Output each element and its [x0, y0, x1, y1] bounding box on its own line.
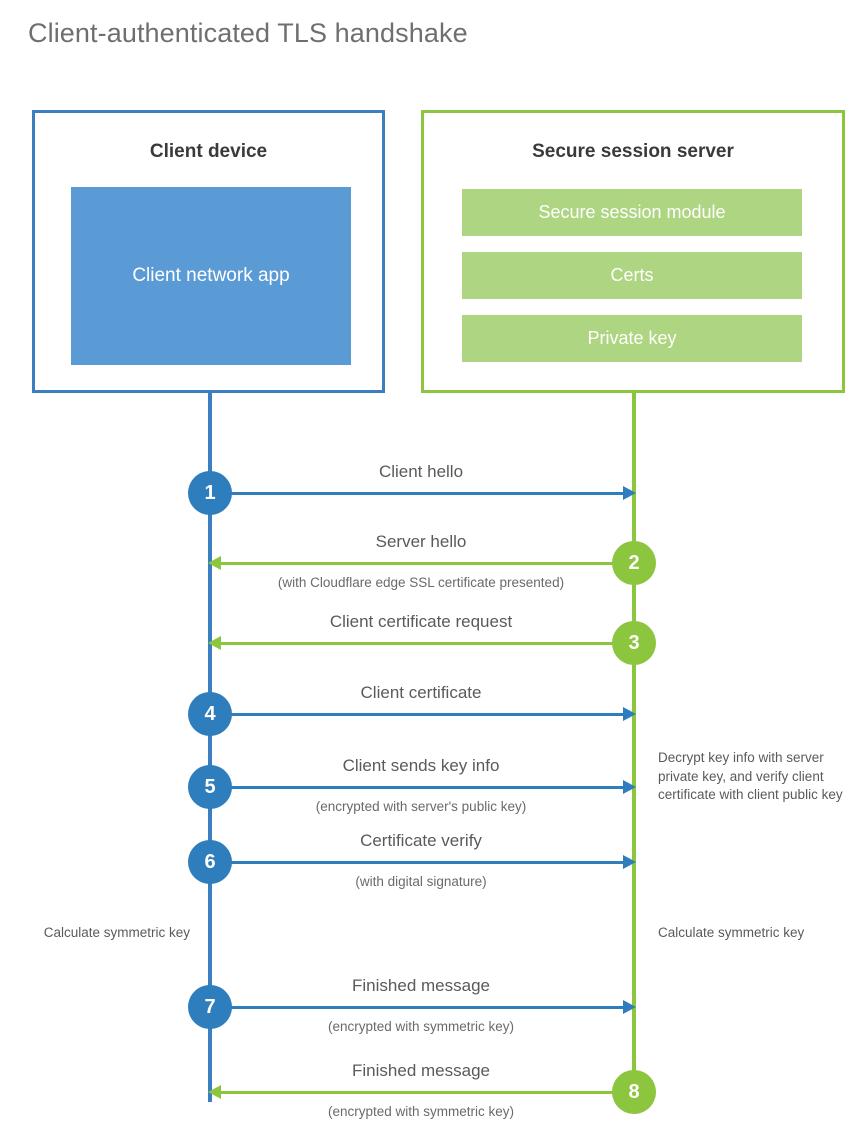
- message-label-step-4: Client certificate: [360, 683, 482, 702]
- arrow-line-step-8: [221, 1091, 634, 1094]
- message-label-step-8: Finished message: [352, 1061, 490, 1080]
- server-lifeline: [632, 393, 636, 1092]
- client-calculate-symmetric-key-note: Calculate symmetric key: [43, 925, 190, 940]
- message-label-step-1: Client hello: [378, 462, 464, 481]
- arrow-head-step-7: [623, 1000, 636, 1014]
- message-sublabel-step-2: (with Cloudflare edge SSL certificate pr…: [277, 575, 565, 590]
- message-label-step-3: Client certificate request: [329, 612, 513, 631]
- server-component-private-key: Private key: [462, 315, 802, 362]
- arrow-line-step-6: [210, 861, 623, 864]
- message-sublabel-step-7: (encrypted with symmetric key): [327, 1019, 515, 1034]
- arrow-head-step-8: [208, 1085, 221, 1099]
- step-badge-3: 3: [612, 621, 656, 665]
- client-network-app-block: Client network app: [71, 187, 351, 365]
- arrow-head-step-6: [623, 855, 636, 869]
- server-decrypt-verify-note: Decrypt key info with server private key…: [658, 750, 843, 802]
- step-badge-2: 2: [612, 541, 656, 585]
- message-label-step-2: Server hello: [375, 532, 467, 551]
- message-sublabel-step-6: (with digital signature): [355, 874, 487, 889]
- secure-session-server-box: Secure session server Secure session mod…: [421, 110, 845, 393]
- arrow-head-step-1: [623, 486, 636, 500]
- server-calculate-symmetric-key-note: Calculate symmetric key: [658, 925, 805, 940]
- step-badge-7: 7: [188, 985, 232, 1029]
- step-badge-1: 1: [188, 471, 232, 515]
- message-label-step-6: Certificate verify: [360, 831, 482, 850]
- arrow-head-step-2: [208, 556, 221, 570]
- step-badge-5: 5: [188, 765, 232, 809]
- arrow-line-step-4: [210, 713, 623, 716]
- arrow-line-step-2: [221, 562, 634, 565]
- arrow-line-step-5: [210, 786, 623, 789]
- page-title: Client-authenticated TLS handshake: [28, 18, 468, 48]
- message-sublabel-step-8: (encrypted with symmetric key): [327, 1104, 515, 1119]
- secure-session-server-title: Secure session server: [532, 141, 734, 162]
- server-component-secure-session-module: Secure session module: [462, 189, 802, 236]
- step-badge-6: 6: [188, 840, 232, 884]
- client-device-box: Client device Client network app: [32, 110, 385, 393]
- arrow-head-step-5: [623, 780, 636, 794]
- message-sublabel-step-5: (encrypted with server's public key): [315, 799, 527, 814]
- step-badge-8: 8: [612, 1070, 656, 1114]
- arrow-line-step-3: [221, 642, 634, 645]
- arrow-line-step-1: [210, 492, 623, 495]
- client-device-title: Client device: [149, 141, 268, 162]
- message-label-step-7: Finished message: [352, 976, 490, 995]
- arrow-head-step-4: [623, 707, 636, 721]
- client-lifeline: [208, 393, 212, 1102]
- message-label-step-5: Client sends key info: [342, 756, 500, 775]
- arrow-head-step-3: [208, 636, 221, 650]
- step-badge-4: 4: [188, 692, 232, 736]
- arrow-line-step-7: [210, 1006, 623, 1009]
- server-component-certs: Certs: [462, 252, 802, 299]
